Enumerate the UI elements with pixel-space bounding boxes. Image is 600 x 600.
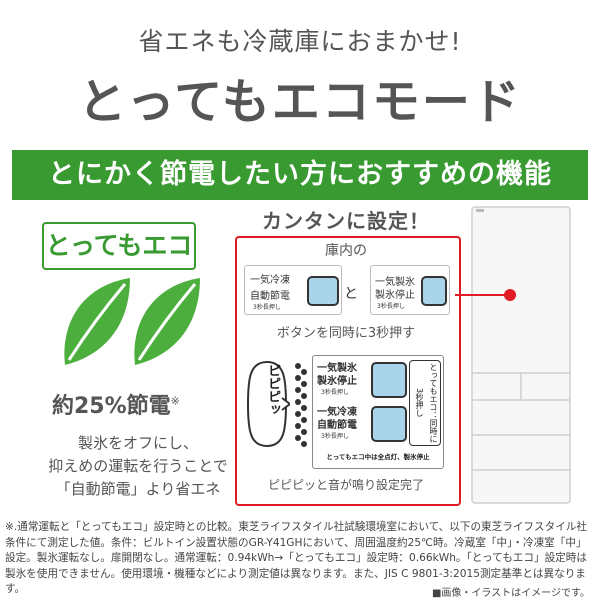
main-row1-line1: 一気製氷 <box>317 363 357 374</box>
page-title: とってもエコモード <box>78 74 522 130</box>
subtitle: 省エネも冷蔵庫におまかせ! <box>138 27 462 56</box>
leaf-icon <box>64 278 200 365</box>
feature-banner: とにかく節電したい方におすすめの機能 <box>12 150 588 200</box>
main-freeze-button[interactable] <box>371 406 407 442</box>
image-note: ■画像・イラストはイメージです。 <box>431 588 590 599</box>
saving-footnote-mark: ※ <box>170 394 180 408</box>
panel-left-line1: 一気冷凍 <box>250 275 290 286</box>
panel-right-line3: 3秒長押し <box>377 303 405 310</box>
panel-left-line3: 3秒長押し <box>253 304 281 311</box>
quick-ice-button[interactable] <box>421 276 447 306</box>
press-instruction: ボタンを同時に3秒押す <box>276 326 416 341</box>
control-panel-main: 一気製氷 製氷停止 3秒長押し 一気冷凍 自動節電 3秒長押し とってもエコ：同… <box>312 355 444 469</box>
main-row2-line2: 自動節電 <box>317 420 357 431</box>
main-ice-button[interactable] <box>371 362 407 398</box>
sound-wave-icon <box>295 363 307 447</box>
main-side-label: とってもエコ：同時に3秒押し <box>409 360 441 446</box>
inside-label: 庫内の <box>325 243 367 259</box>
main-row2-line1: 一気冷凍 <box>317 407 357 418</box>
mode-label-box: とってもエコ <box>42 222 196 270</box>
main-row1-line2: 製氷停止 <box>317 376 357 387</box>
desc-line-1: 製氷をオフにし、 <box>77 434 198 452</box>
refrigerator-icon <box>471 206 571 504</box>
panel-left-line2: 自動節電 <box>250 291 290 302</box>
desc-line-3: 「自動節電」より省エネ <box>55 480 221 498</box>
sound-note: ピピピッと音が鳴り設定完了 <box>267 478 424 492</box>
footnote: ※.通常運転と「とってもエコ」設定時との比較。東芝ライフスタイル社試験環境室にお… <box>5 521 587 595</box>
connector-text: と <box>344 286 358 302</box>
panel-right-line2: 製氷停止 <box>375 290 415 301</box>
speech-bubble-icon <box>246 360 290 448</box>
main-row2-line3: 3秒長押し <box>321 433 349 440</box>
saving-rate: 約25%節電※ <box>52 388 180 420</box>
control-panel-right: 一気製氷 製氷停止 3秒長押し <box>370 265 450 315</box>
setup-heading: カンタンに設定！ <box>262 209 430 233</box>
desc-line-2: 抑えめの運転を行うことで <box>48 457 228 475</box>
pointer-dot <box>504 289 516 301</box>
pointer-line <box>455 294 505 296</box>
panel-right-line1: 一気製氷 <box>375 277 415 288</box>
main-row1-line3: 3秒長押し <box>321 389 349 396</box>
pipi-text: ピピピッ <box>265 364 280 416</box>
main-bottom-note: とってもエコ中は全点灯、製氷停止 <box>326 453 430 461</box>
saving-text: 約25%節電 <box>52 394 171 419</box>
quick-freeze-button[interactable] <box>307 276 339 306</box>
control-panel-left: 一気冷凍 自動節電 3秒長押し <box>244 265 342 315</box>
